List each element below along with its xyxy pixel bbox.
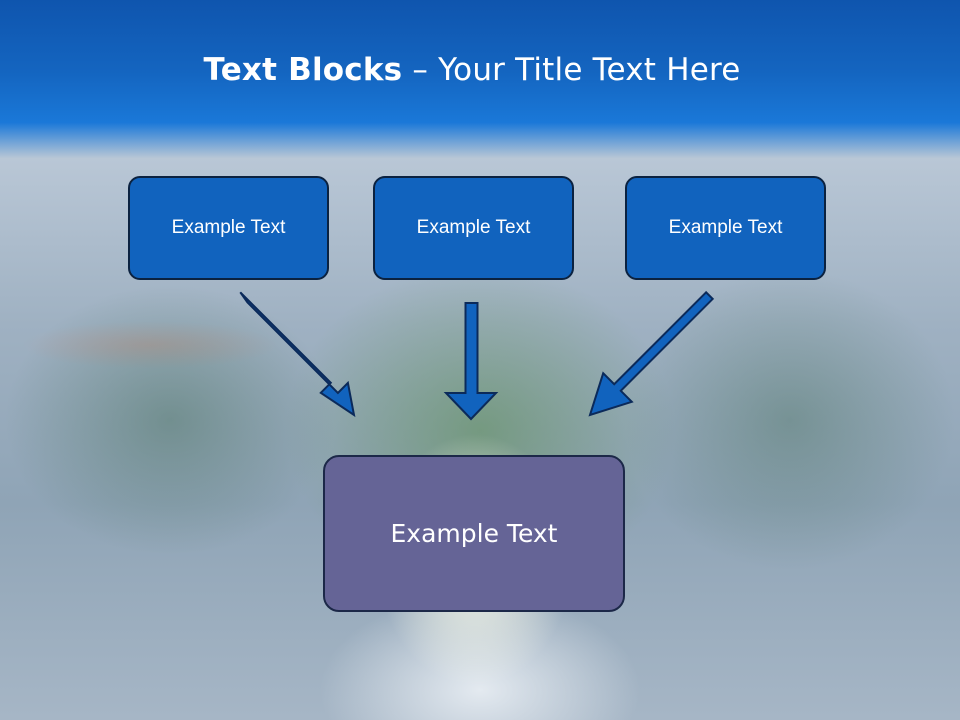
arrow-left-diagonal xyxy=(239,291,356,418)
main-text-block-label: Example Text xyxy=(390,519,558,548)
text-block-1[interactable]: Example Text xyxy=(128,176,329,280)
text-block-2[interactable]: Example Text xyxy=(373,176,574,280)
text-block-2-label: Example Text xyxy=(416,217,531,238)
arrow-center-down xyxy=(443,302,499,421)
title-bold: Text Blocks xyxy=(203,52,403,88)
main-text-block[interactable]: Example Text xyxy=(323,455,625,612)
arrow-right-diagonal xyxy=(588,290,715,417)
text-block-3[interactable]: Example Text xyxy=(625,176,826,280)
title-dash: – xyxy=(402,52,439,88)
title-rest: Your Title Text Here xyxy=(438,52,741,88)
text-block-3-label: Example Text xyxy=(668,217,783,238)
text-block-1-label: Example Text xyxy=(171,217,286,238)
slide-title: Text Blocks – Your Title Text Here xyxy=(0,52,944,88)
